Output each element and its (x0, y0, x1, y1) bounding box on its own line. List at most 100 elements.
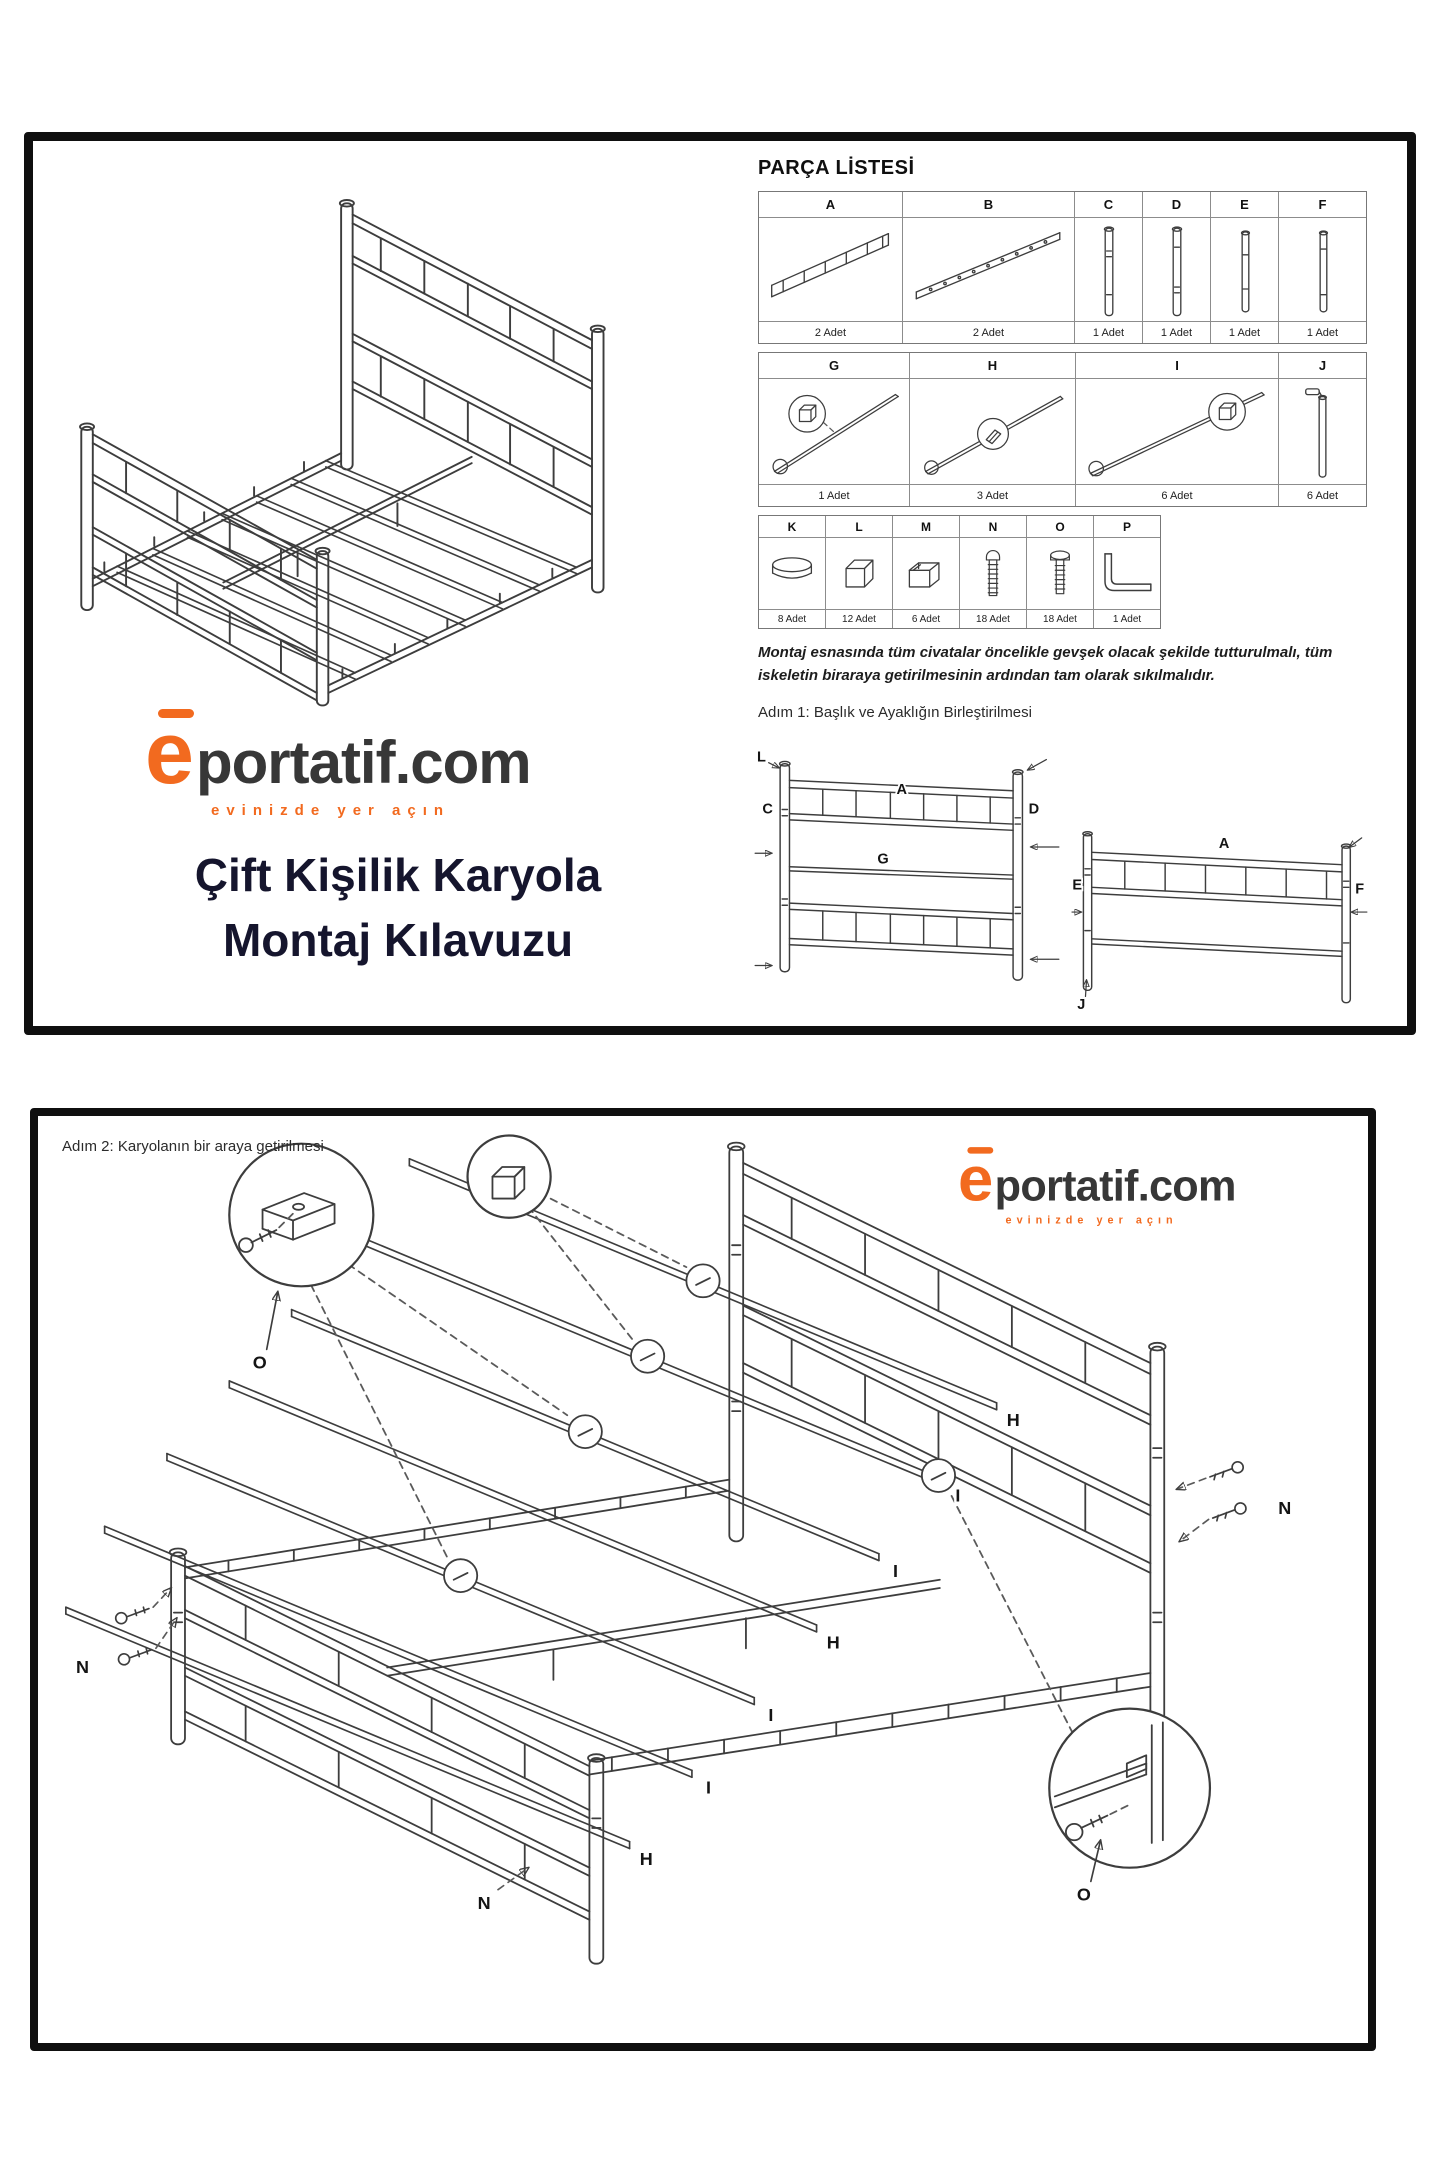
rod-label: I (706, 1778, 711, 1798)
label-bolt-O-bottom: O (1077, 1885, 1091, 1905)
part-letter: F (1279, 192, 1366, 218)
part-a-side-rail-icon (759, 218, 902, 321)
part-qty: 2 Adet (903, 321, 1074, 343)
cube-connector-callout (466, 1134, 552, 1219)
manual-page-1: e portatif.com evinizde yer açın Çift Ki… (24, 132, 1416, 1035)
brand-logo: e portatif.com evinizde yer açın (145, 709, 532, 820)
part-f-post-icon (1279, 218, 1366, 321)
part-qty: 6 Adet (1076, 484, 1278, 506)
rod-label: H (640, 1849, 653, 1869)
brand-wordmark: portatif.com (195, 729, 532, 796)
brand-tagline: evinizde yer açın (1005, 1214, 1178, 1227)
rod-label: H (1007, 1410, 1020, 1430)
brand-e-letter: e (145, 703, 194, 802)
part-n-bolt-icon (960, 538, 1026, 609)
assembly-note: Montaj esnasında tüm civatalar öncelikle… (758, 644, 1333, 684)
bracket-bolt-callout (228, 1142, 375, 1351)
part-letter: C (1075, 192, 1142, 218)
step2-exploded-diagram: H I I H I I H N N N O O (65, 1134, 1294, 1965)
rail-bolt-callout (1048, 1707, 1212, 1883)
part-h-support-rail-icon (910, 379, 1075, 484)
part-cell-A: A 2 Adet (759, 192, 903, 343)
part-qty: 1 Adet (1075, 321, 1142, 343)
part-letter: K (759, 516, 825, 538)
part-g-rod-icon (759, 379, 909, 484)
manual-title: Çift Kişilik Karyola Montaj Kılavuzu (81, 843, 715, 974)
brand-e-accent-icon (967, 1147, 994, 1154)
part-qty: 8 Adet (759, 609, 825, 628)
part-qty: 1 Adet (759, 484, 909, 506)
part-letter: N (960, 516, 1026, 538)
left-side-rail (184, 1478, 731, 1580)
brand-wordmark: portatif.com (994, 1161, 1237, 1210)
part-letter: G (759, 353, 909, 379)
part-letter: J (1279, 353, 1366, 379)
part-cell-G: G 1 Adet (759, 353, 910, 506)
bed-headboard (351, 213, 593, 516)
brand-logo-row: e portatif.com (958, 1147, 1237, 1210)
label-part-D: D (1029, 802, 1040, 818)
part-cell-E: E 1 Adet (1211, 192, 1279, 343)
step1-footboard-diagram: A E F J (1071, 830, 1368, 1013)
brand-tagline: evinizde yer açın (211, 802, 451, 819)
part-qty: 18 Adet (1027, 609, 1093, 628)
part-cell-D: D 1 Adet (1143, 192, 1211, 343)
bed-center-rail (222, 455, 473, 590)
headboard-posts (778, 760, 1024, 981)
part-qty: 1 Adet (1211, 321, 1278, 343)
right-side-rail (588, 1672, 1152, 1776)
part-cell-C: C 1 Adet (1075, 192, 1143, 343)
label-bolt-N-bottom: N (478, 1893, 491, 1913)
rod-label: H (827, 1632, 840, 1652)
bolt-group-left (114, 1588, 177, 1666)
brand-logo-row: e portatif.com (145, 709, 532, 797)
part-k-cap-icon (759, 538, 825, 609)
part-letter: D (1143, 192, 1210, 218)
part-i-slat-icon (1076, 379, 1278, 484)
part-cell-O: O 18 Adet (1027, 516, 1094, 628)
part-qty: 2 Adet (759, 321, 902, 343)
rod-label: I (768, 1705, 773, 1725)
part-qty: 1 Adet (1279, 321, 1366, 343)
center-rail (386, 1578, 941, 1681)
label-part-A: A (897, 782, 908, 798)
part-c-post-icon (1075, 218, 1142, 321)
part-cell-P: P 1 Adet (1094, 516, 1160, 628)
part-letter: B (903, 192, 1074, 218)
bed-posts (79, 199, 606, 707)
manual-title-line2: Montaj Kılavuzu (222, 914, 574, 967)
label-part-E: E (1072, 877, 1082, 893)
label-part-F: F (1355, 882, 1364, 898)
part-qty: 6 Adet (1279, 484, 1366, 506)
parts-table-3: K 8 Adet L 12 Adet M (758, 515, 1161, 629)
step1-title: Adım 1: Başlık ve Ayaklığın Birleştirilm… (758, 704, 1032, 721)
part-letter: M (893, 516, 959, 538)
bolt-group-right (1177, 1461, 1247, 1542)
part-m-bracket-icon (893, 538, 959, 609)
part-qty: 1 Adet (1143, 321, 1210, 343)
footboard (168, 1547, 606, 1965)
part-letter: I (1076, 353, 1278, 379)
slat-rods (65, 1157, 998, 1850)
part-e-post-icon (1211, 218, 1278, 321)
part-qty: 18 Adet (960, 609, 1026, 628)
manual-page-2: H I I H I I H N N N O O Adım 2: Karyolan… (30, 1108, 1376, 2051)
part-cell-J: J 6 Adet (1279, 353, 1366, 506)
label-part-J: J (1077, 997, 1085, 1013)
part-letter: E (1211, 192, 1278, 218)
label-bolt-O-top: O (253, 1353, 267, 1373)
label-bolt-N-left: N (76, 1657, 89, 1677)
part-b-rail-icon (903, 218, 1074, 321)
rod-label: I (955, 1486, 960, 1506)
part-qty: 1 Adet (1094, 609, 1160, 628)
brand-e-accent-icon (158, 709, 194, 718)
bolt-group-bottom (497, 1868, 528, 1891)
part-letter: L (826, 516, 892, 538)
part-qty: 6 Adet (893, 609, 959, 628)
part-qty: 3 Adet (910, 484, 1075, 506)
brand-e-icon: e (958, 1147, 994, 1210)
parts-list: PARÇA LİSTESİ A 2 Adet B (758, 157, 1370, 721)
label-part-L: L (757, 750, 766, 766)
footboard-posts (1082, 830, 1352, 1004)
brand-e-icon: e (145, 709, 194, 797)
